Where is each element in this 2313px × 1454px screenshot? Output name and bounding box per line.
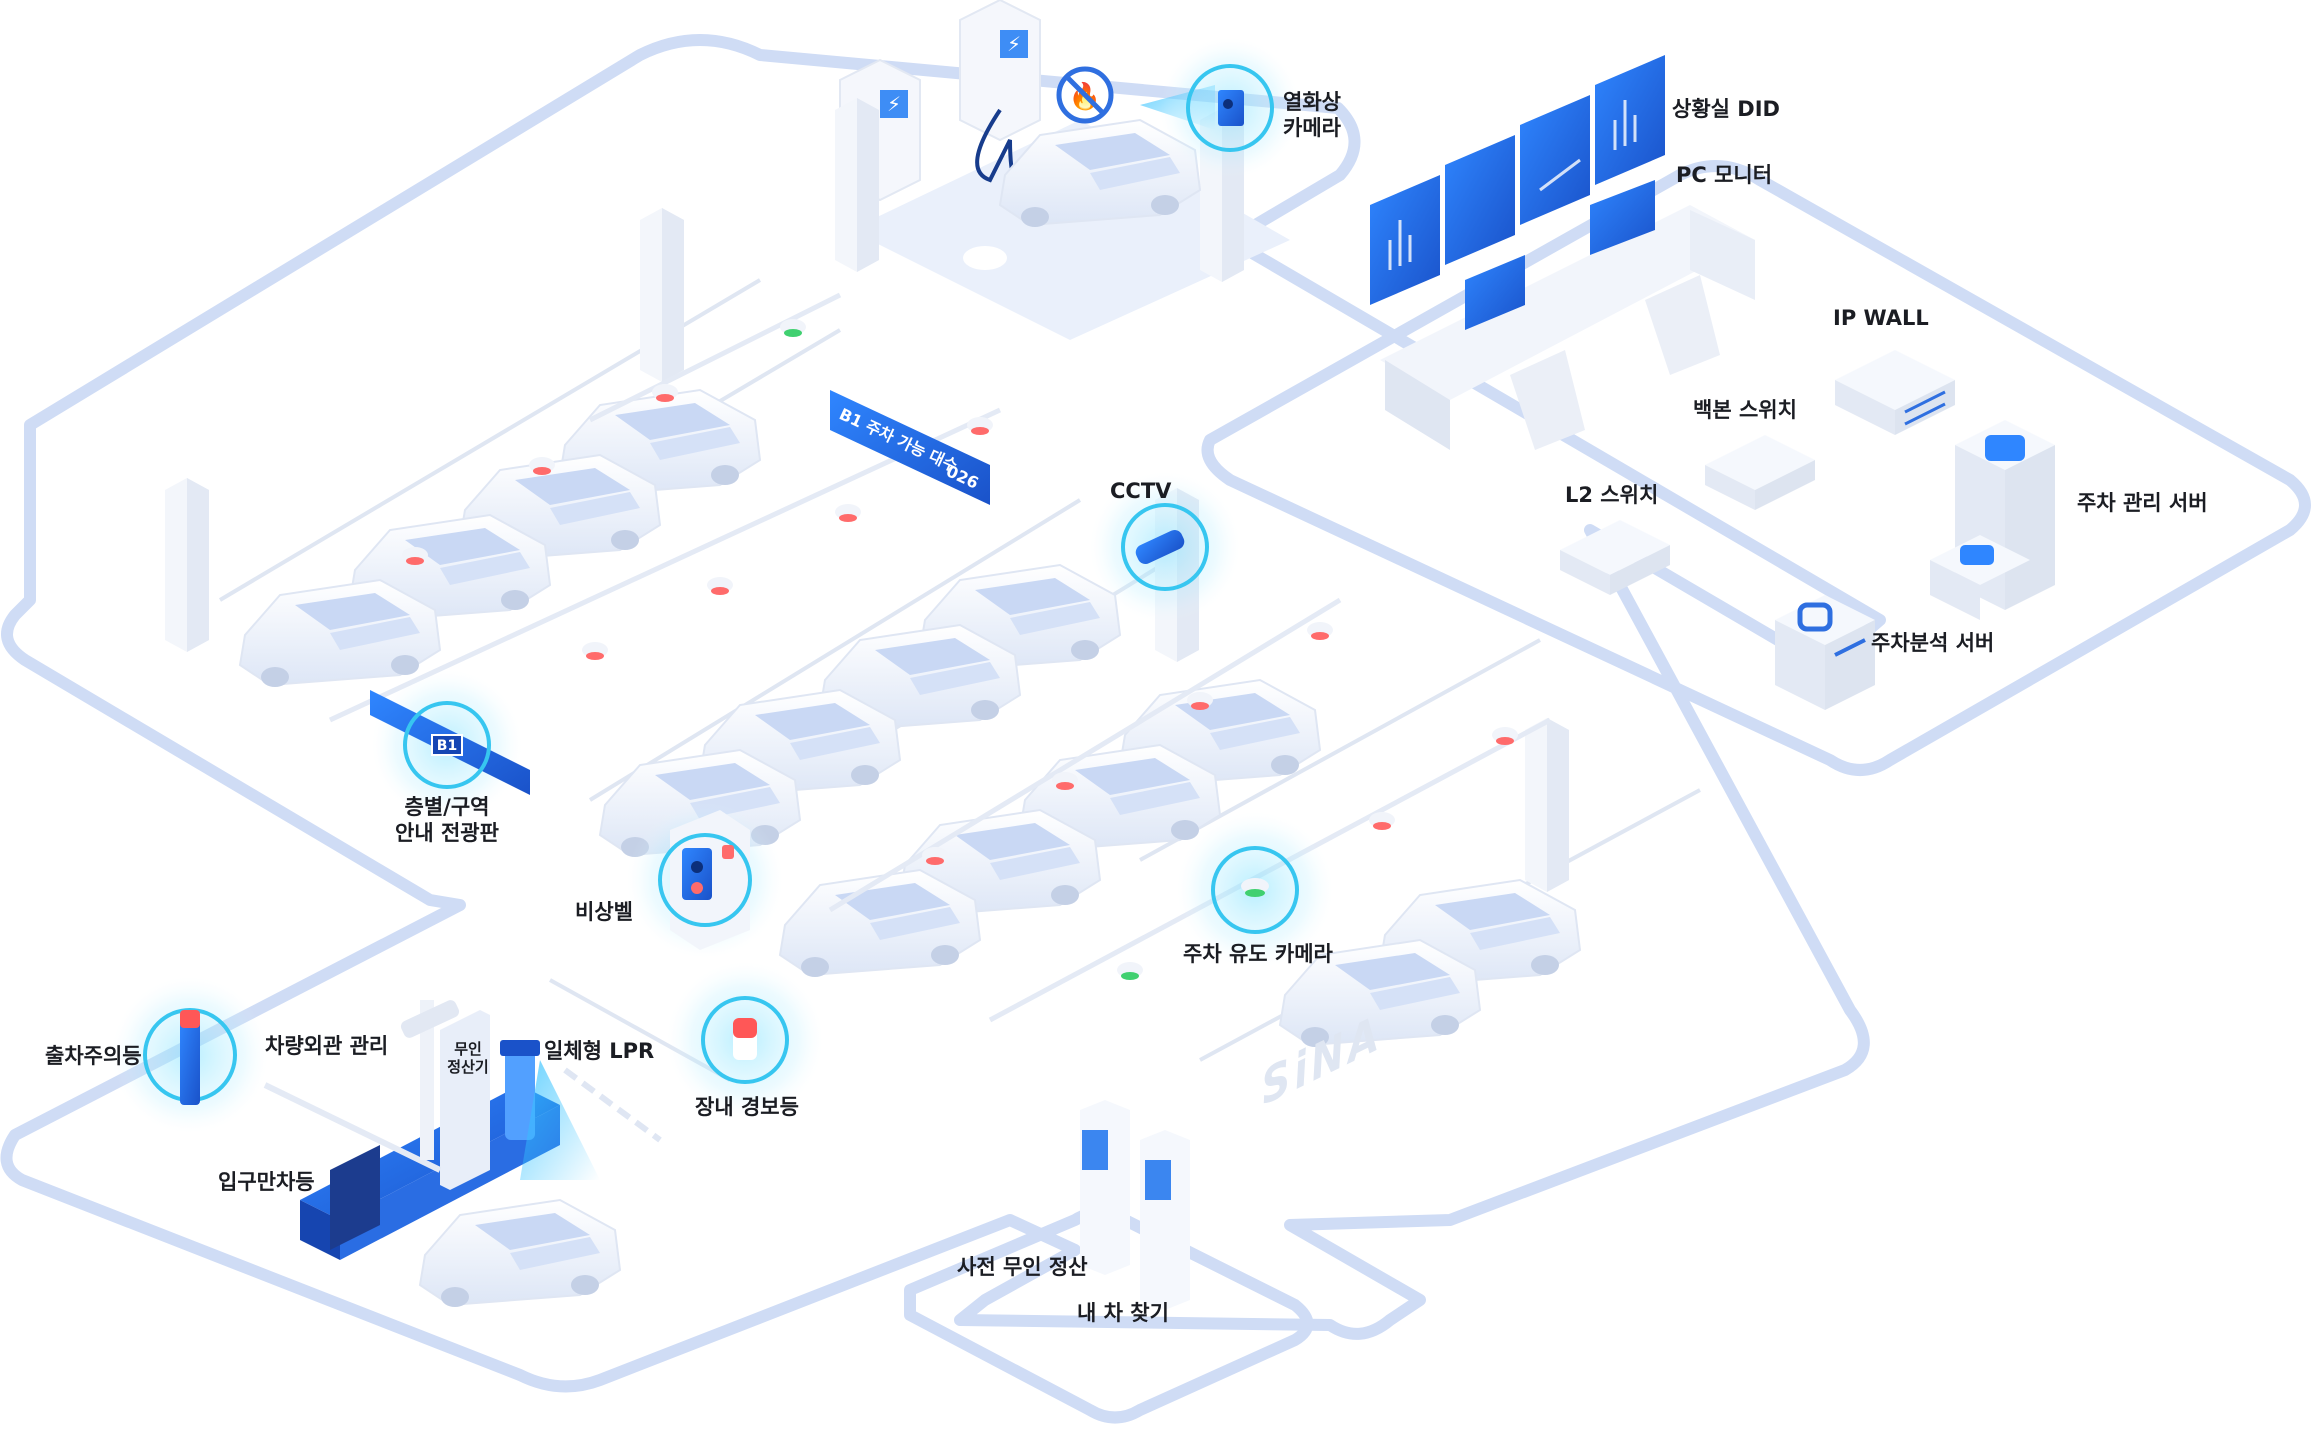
label-ip-wall: IP WALL (1833, 306, 1929, 330)
l2-switch-device (1560, 520, 1670, 595)
network-devices (1560, 350, 2055, 710)
label-floor-zone-sign: 층별/구역 안내 전광판 (395, 795, 499, 845)
label-cctv: CCTV (1110, 479, 1172, 503)
label-parking-guide-camera: 주차 유도 카메라 (1183, 942, 1333, 966)
lpr-camera-unit (500, 1040, 540, 1140)
label-integrated-lpr: 일체형 LPR (544, 1039, 655, 1063)
no-fire-icon: 🔥 (1056, 66, 1114, 124)
ev-charger-2: ⚡ (959, 0, 1041, 142)
svg-text:⚡: ⚡ (1007, 32, 1021, 56)
label-unmanned-payment: 무인 정산기 (447, 1040, 489, 1077)
indoor-alarm-light (667, 962, 823, 1118)
entrance-gate (263, 1000, 662, 1260)
thermal-camera (1160, 38, 1300, 178)
label-parking-mgmt-server: 주차 관리 서버 (2077, 491, 2208, 515)
parking-guide-camera (1177, 812, 1333, 968)
situation-did-wall (1370, 55, 1665, 305)
label-indoor-alarm-light: 장내 경보등 (695, 1095, 799, 1119)
label-l2-switch: L2 스위치 (1565, 483, 1659, 507)
ip-wall-device (1835, 350, 1955, 435)
b1-availability-sign: B1 주차 가능 대수 026 (830, 390, 990, 505)
label-situation-did: 상황실 DID (1672, 97, 1780, 121)
parking-analysis-server-device (1775, 595, 1875, 710)
cctv-camera (1090, 472, 1240, 622)
svg-text:⚡: ⚡ (887, 92, 901, 116)
zone-sign-floor: B1 (437, 738, 457, 754)
label-pre-unmanned-payment: 사전 무인 정산 (957, 1255, 1088, 1279)
label-emergency-bell: 비상벨 (575, 900, 633, 924)
payment-kiosk (440, 1010, 490, 1190)
emergency-bell (627, 802, 783, 958)
control-room-outline (1201, 160, 2311, 776)
kiosks (1080, 1100, 1190, 1310)
backbone-switch-device (1705, 435, 1815, 510)
ev-charging-zone: ⚡ ⚡ 🔥 (835, 0, 1290, 340)
label-find-my-car: 내 차 찾기 (1077, 1301, 1169, 1325)
label-thermal-camera: 열화상 카메라 (1283, 90, 1341, 140)
floor-zone-sign: B1 (370, 670, 530, 820)
parking-mgmt-server-device (1930, 420, 2055, 620)
label-pc-monitor: PC 모니터 (1676, 163, 1773, 187)
label-vehicle-exterior-mgmt: 차량외관 관리 (265, 1034, 389, 1058)
sensor-rails (328, 292, 1552, 1023)
main-floor-outline (0, 34, 1886, 1393)
label-backbone-switch: 백본 스위치 (1693, 398, 1797, 422)
label-entrance-full-light: 입구만차등 (218, 1170, 315, 1194)
label-exit-warning-light: 출차주의등 (45, 1044, 142, 1068)
exit-warning-light (112, 977, 268, 1133)
label-parking-analysis-server: 주차분석 서버 (1871, 631, 1995, 655)
desk-and-monitors (1380, 180, 1755, 450)
